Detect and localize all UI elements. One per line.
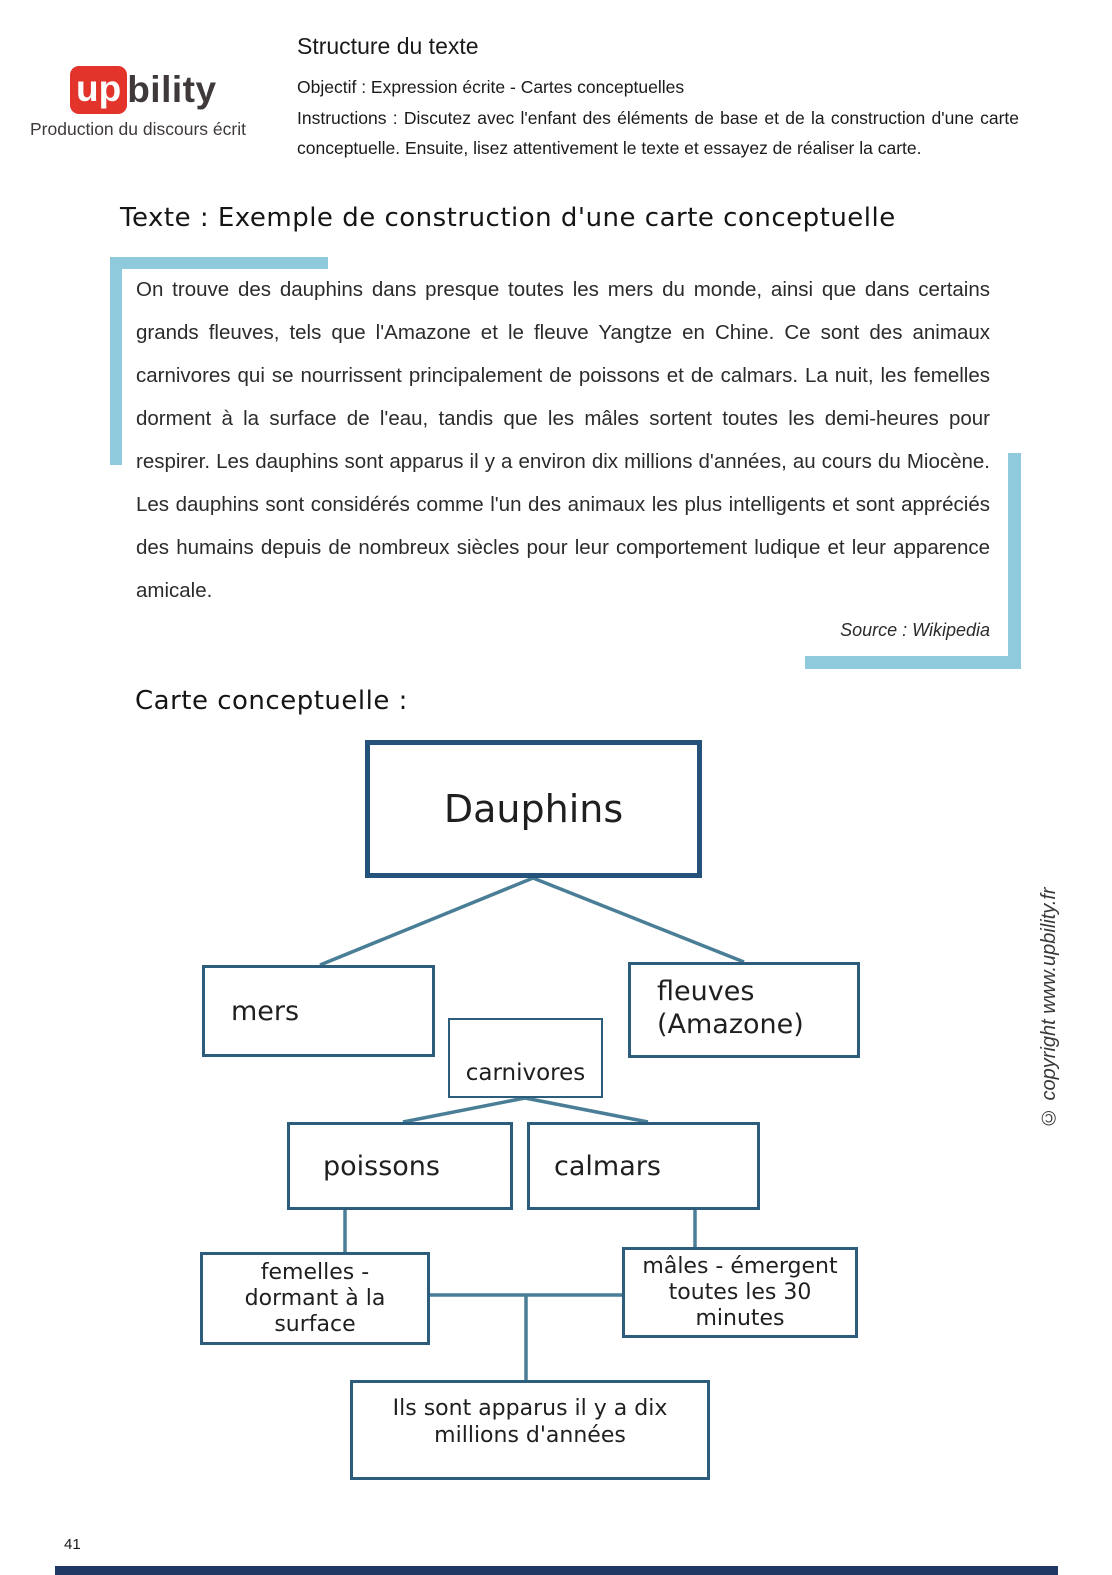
quote-corner-top-left-horizontal xyxy=(110,257,328,269)
node-mers: mers xyxy=(202,965,435,1057)
logo-subtitle: Production du discours écrit xyxy=(30,119,246,139)
node-males: mâles - émergent toutes les 30 minutes xyxy=(622,1247,858,1338)
dolphin-text-paragraph: On trouve des dauphins dans presque tout… xyxy=(136,278,990,602)
node-carnivores: carnivores xyxy=(448,1018,603,1098)
page-number: 41 xyxy=(64,1536,81,1553)
text-section-heading: Texte : Exemple de construction d'une ca… xyxy=(120,203,896,233)
concept-map-connectors xyxy=(319,876,745,1382)
page-title: Structure du texte xyxy=(297,33,479,59)
node-dauphins: Dauphins xyxy=(365,740,702,878)
node-femelles: femelles - dormant à la surface xyxy=(200,1252,430,1345)
node-fleuves: fleuves (Amazone) xyxy=(628,962,860,1058)
quote-corner-bottom-right-horizontal xyxy=(805,656,1021,669)
logo-bility-text: bility xyxy=(127,69,217,110)
source-attribution: Source : Wikipedia xyxy=(840,620,990,640)
instructions-text: Instructions : Discutez avec l'enfant de… xyxy=(297,108,1019,158)
node-poissons: poissons xyxy=(287,1122,513,1210)
logo-up-badge: up xyxy=(70,66,128,114)
footer-bar xyxy=(55,1566,1058,1575)
copyright-vertical-text: © copyright www.upbility.fr xyxy=(1038,887,1060,1129)
node-apparus: Ils sont apparus il y a dix millions d'a… xyxy=(350,1380,710,1480)
quote-corner-bottom-right-vertical xyxy=(1008,453,1021,669)
concept-map-heading: Carte conceptuelle : xyxy=(135,686,408,716)
node-calmars: calmars xyxy=(527,1122,760,1210)
quote-corner-top-left-vertical xyxy=(110,257,122,465)
objective-line: Objectif : Expression écrite - Cartes co… xyxy=(297,77,685,97)
